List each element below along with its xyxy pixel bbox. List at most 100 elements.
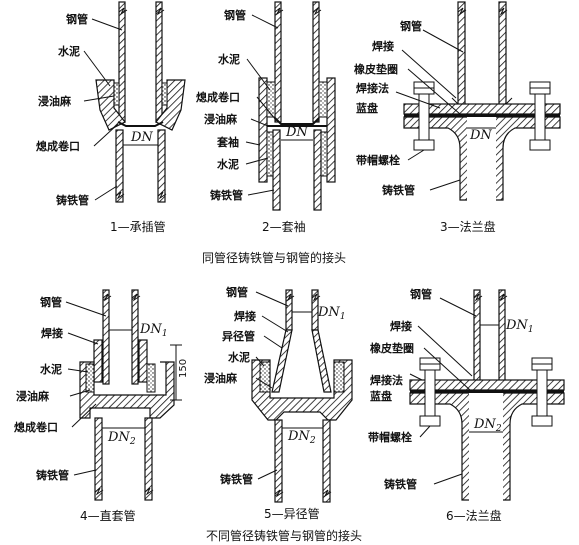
dn2-label: DN2 (287, 429, 316, 446)
label-weld: 焊接 (234, 309, 256, 323)
label-cast-iron: 铸铁管 (382, 183, 415, 197)
steel-pipe-wall-left (102, 289, 110, 385)
socket-left (95, 79, 126, 131)
label-weld: 焊接 (41, 326, 63, 340)
label-cast-iron: 铸铁管 (210, 188, 243, 202)
dn1-label: DN1 (317, 305, 346, 322)
cement-lower-left (266, 131, 274, 177)
label-rubber-gasket: 橡皮垫圈 (354, 62, 398, 76)
label-flange-plate: 蓝盘 (356, 101, 378, 115)
label-oakum: 浸油麻 (204, 371, 238, 385)
caption-2: 2—套袖 (262, 219, 306, 234)
dn1-label: DN1 (505, 318, 534, 335)
steel-pipe-wall-right (312, 1, 320, 123)
cement-left (259, 361, 271, 393)
caption-6: 6—法兰盘 (446, 508, 502, 523)
bolt-right (531, 357, 553, 427)
cement-right (146, 363, 156, 393)
bolt-left (413, 81, 435, 151)
cement-upper-right (318, 81, 328, 118)
figure-1-socket-pipe: DN 钢管 水泥 浸油麻 熄成卷口 铸铁管 1—承插管 (36, 1, 186, 234)
label-oakum: 浸油麻 (38, 94, 72, 108)
label-rubber-gasket: 橡皮垫圈 (370, 341, 414, 355)
socket-body (251, 359, 353, 421)
rubber-gasket (404, 114, 560, 117)
steel-pipe-wall-right (498, 289, 506, 383)
figure-2-sleeve: DN 钢管 水泥 熄成卷口 浸油麻 套袖 水泥 铸铁管 2—套袖 (196, 1, 336, 234)
label-flared-end: 熄成卷口 (14, 420, 58, 434)
steel-pipe-wall-right (131, 289, 139, 385)
sleeve-right (326, 77, 336, 183)
header-same-diameter: 同管径铸铁管与钢管的接头 (202, 250, 346, 265)
label-steel-pipe: 钢管 (224, 8, 246, 22)
cement-left (85, 363, 95, 393)
cast-iron-wall-left (94, 417, 103, 501)
label-steel-pipe: 钢管 (400, 19, 422, 33)
label-flange-plate: 蓝盘 (370, 389, 392, 403)
label-cast-iron: 铸铁管 (56, 193, 89, 207)
label-steel-pipe: 钢管 (410, 287, 432, 301)
cement-upper-left (266, 81, 276, 118)
steel-pipe-wall-left (274, 1, 282, 123)
label-steel-pipe: 钢管 (40, 295, 62, 309)
steel-pipe-wall-right (155, 1, 163, 123)
inner-sleeve-left (93, 339, 103, 383)
inner-sleeve-right (138, 339, 148, 383)
label-capped-bolt: 带帽螺栓 (356, 153, 400, 167)
rubber-gasket (410, 390, 564, 393)
steel-pipe-wall-right (498, 1, 507, 107)
label-oakum: 浸油麻 (16, 389, 50, 403)
cast-iron-wall-left (274, 419, 283, 503)
socket-body (79, 361, 175, 419)
cement-lower-right (320, 131, 328, 177)
steel-pipe-wall-left (457, 1, 466, 107)
bolt-right (529, 81, 551, 151)
label-cement: 水泥 (228, 350, 250, 364)
label-weld-method: 焊接法 (356, 81, 389, 95)
label-cement: 水泥 (218, 52, 240, 66)
label-cast-iron: 铸铁管 (220, 472, 253, 486)
label-weld: 焊接 (372, 39, 394, 53)
figure-5-reducer: DN1 DN2 钢管 焊接 异径管 水泥 浸油麻 铸铁管 5—异径管 (204, 285, 353, 521)
socket-right (155, 79, 186, 131)
label-reducer: 异径管 (222, 329, 255, 343)
label-cement-lower: 水泥 (217, 157, 239, 171)
figure-4-straight-sleeve: DN1 DN2 150 钢管 焊接 水泥 浸油麻 熄成卷口 铸铁管 4—直套管 (14, 289, 189, 523)
steel-pipe-wall-left (118, 1, 126, 123)
caption-3: 3—法兰盘 (440, 219, 496, 234)
dn-label: DN (469, 128, 492, 143)
label-flared-end: 熄成卷口 (36, 139, 80, 153)
cement-left (113, 82, 120, 106)
figure-6-flange: DN1 DN2 钢管 焊接 橡皮垫圈 焊接法 蓝盘 带帽螺栓 铸铁管 6—法兰盘 (368, 287, 565, 523)
label-capped-bolt: 带帽螺栓 (368, 430, 412, 444)
sleeve-left (258, 77, 268, 183)
dn-label: DN (285, 125, 308, 140)
dimension-150-label: 150 (178, 359, 189, 378)
cement-right (161, 82, 168, 106)
cast-iron-wall-left (272, 129, 281, 211)
caption-5: 5—异径管 (264, 506, 320, 521)
label-cast-iron: 铸铁管 (384, 477, 417, 491)
label-cement: 水泥 (40, 362, 62, 376)
cast-iron-wall-right (157, 129, 166, 203)
reducer-left (271, 329, 293, 393)
label-cast-iron: 铸铁管 (36, 468, 69, 482)
cement-right (333, 361, 345, 393)
label-cement: 水泥 (58, 44, 80, 58)
label-flared-end: 熄成卷口 (196, 90, 240, 104)
dn2-label: DN2 (107, 430, 136, 447)
dn2-label: DN2 (473, 417, 502, 434)
caption-1: 1—承插管 (110, 219, 166, 234)
cast-iron-wall-left (115, 129, 124, 203)
label-weld-method: 焊接法 (370, 373, 403, 387)
label-oakum: 浸油麻 (204, 112, 238, 126)
reducer-right (311, 329, 332, 393)
dn1-label: DN1 (139, 322, 168, 339)
cast-iron-wall-right (313, 129, 322, 211)
caption-4: 4—直套管 (80, 508, 136, 523)
header-different-diameter: 不同管径铸铁管与钢管的接头 (206, 528, 362, 543)
label-weld: 焊接 (390, 319, 412, 333)
label-steel-pipe: 钢管 (226, 285, 248, 299)
dn-label: DN (130, 130, 153, 145)
